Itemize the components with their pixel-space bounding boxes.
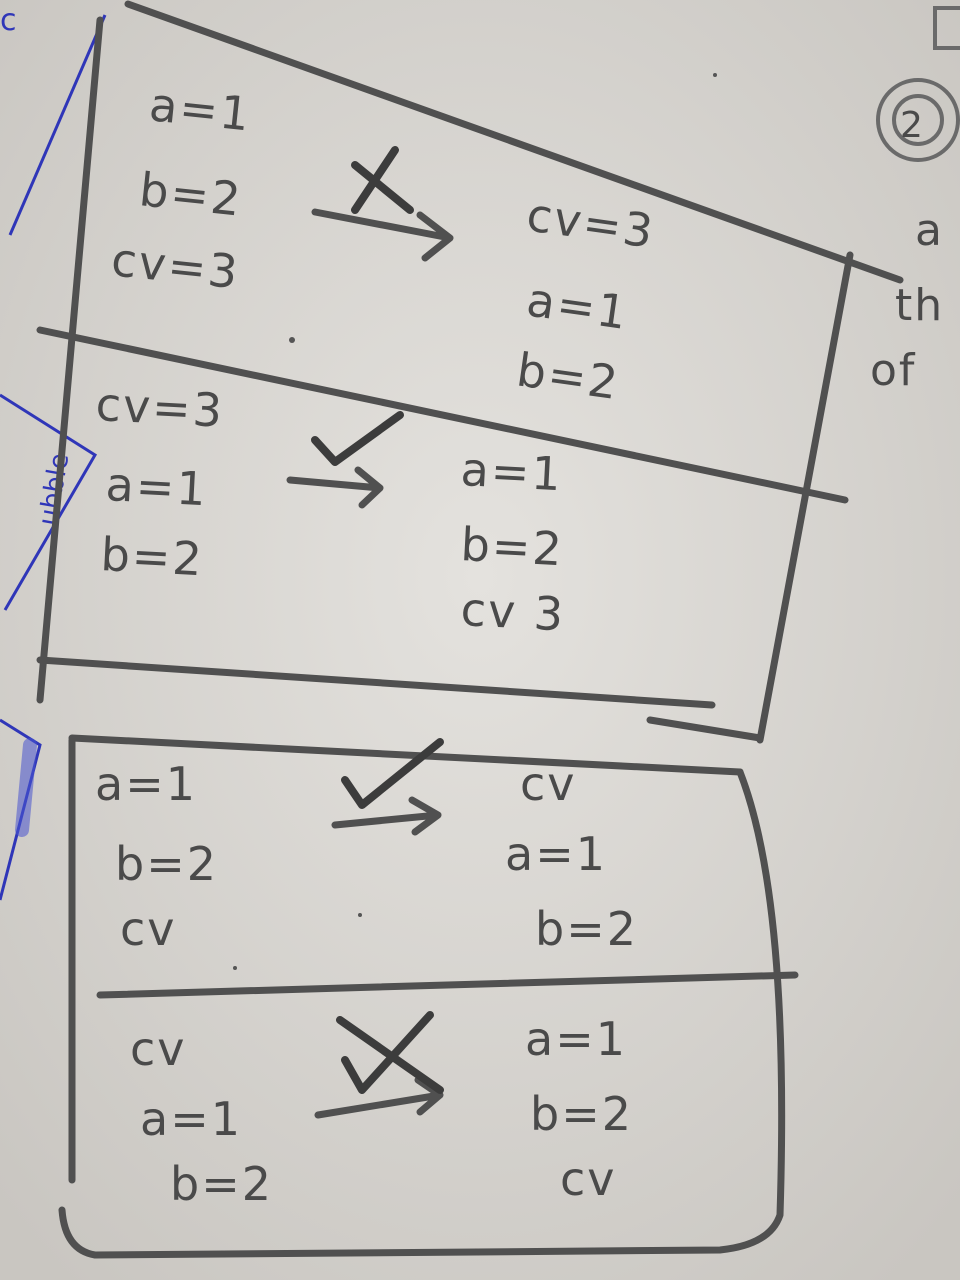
panel-3-right-line-1: cv (520, 757, 577, 811)
panel-1-left-line-3: cv=3 (109, 232, 242, 299)
panel-2-left-line-3: b=2 (99, 527, 205, 586)
blue-pen-margin-marks (0, 14, 107, 901)
panel-3-right-line-2: a=1 (505, 827, 607, 881)
panel-3-right-line-3: b=2 (535, 902, 638, 956)
margin-fragment-right-0: 2 (900, 105, 925, 146)
panel-2-left-line-1: cv=3 (94, 377, 225, 438)
panel-2-right-line-1: a=1 (459, 442, 564, 501)
panel-4-right-line-3: cv (560, 1152, 617, 1206)
panel-4: cv a=1 b=2 a=1 b=2 cv (130, 1012, 633, 1211)
mark-panel-1-cross-icon (351, 146, 414, 214)
upper-box-outline (36, 0, 904, 744)
margin-fragment-left-0: c (0, 3, 19, 38)
panel-1-left-line-1: a=1 (147, 77, 254, 141)
lower-box-outline (58, 734, 799, 1259)
arrows (286, 208, 454, 1119)
panel-4-right-line-2: b=2 (530, 1087, 633, 1141)
panel-4-left-line-1: cv (130, 1022, 187, 1076)
panel-4-right-line-1: a=1 (525, 1012, 627, 1066)
panel-2-left-line-2: a=1 (104, 457, 209, 516)
panel-4-left-line-2: a=1 (140, 1092, 242, 1146)
panel-2: cv=3 a=1 b=2 a=1 b=2 cv 3 (94, 377, 566, 641)
margin-fragment-right-3: of (870, 345, 916, 396)
margin-fragment-right-1: a (915, 205, 944, 256)
panel-3-left-line-2: b=2 (115, 837, 218, 891)
panel-3-left-line-3: cv (120, 902, 177, 956)
mark-panel-2-check-icon (311, 411, 404, 466)
panel-3-left-line-1: a=1 (95, 757, 197, 811)
panel-2-right-line-2: b=2 (459, 517, 565, 576)
mark-panel-3-check-icon (341, 738, 444, 809)
pencil-specks (233, 73, 717, 970)
panel-3: a=1 b=2 cv cv a=1 b=2 (95, 757, 638, 956)
panel-1-left-line-2: b=2 (137, 162, 245, 226)
panel-4-left-line-3: b=2 (170, 1157, 273, 1211)
panel-2-right-line-3: cv 3 (459, 582, 566, 641)
mark-panel-4-cross-icon (336, 1011, 444, 1094)
margin-fragment-right-2: th (895, 280, 944, 331)
right-margin-fragments (876, 6, 960, 162)
